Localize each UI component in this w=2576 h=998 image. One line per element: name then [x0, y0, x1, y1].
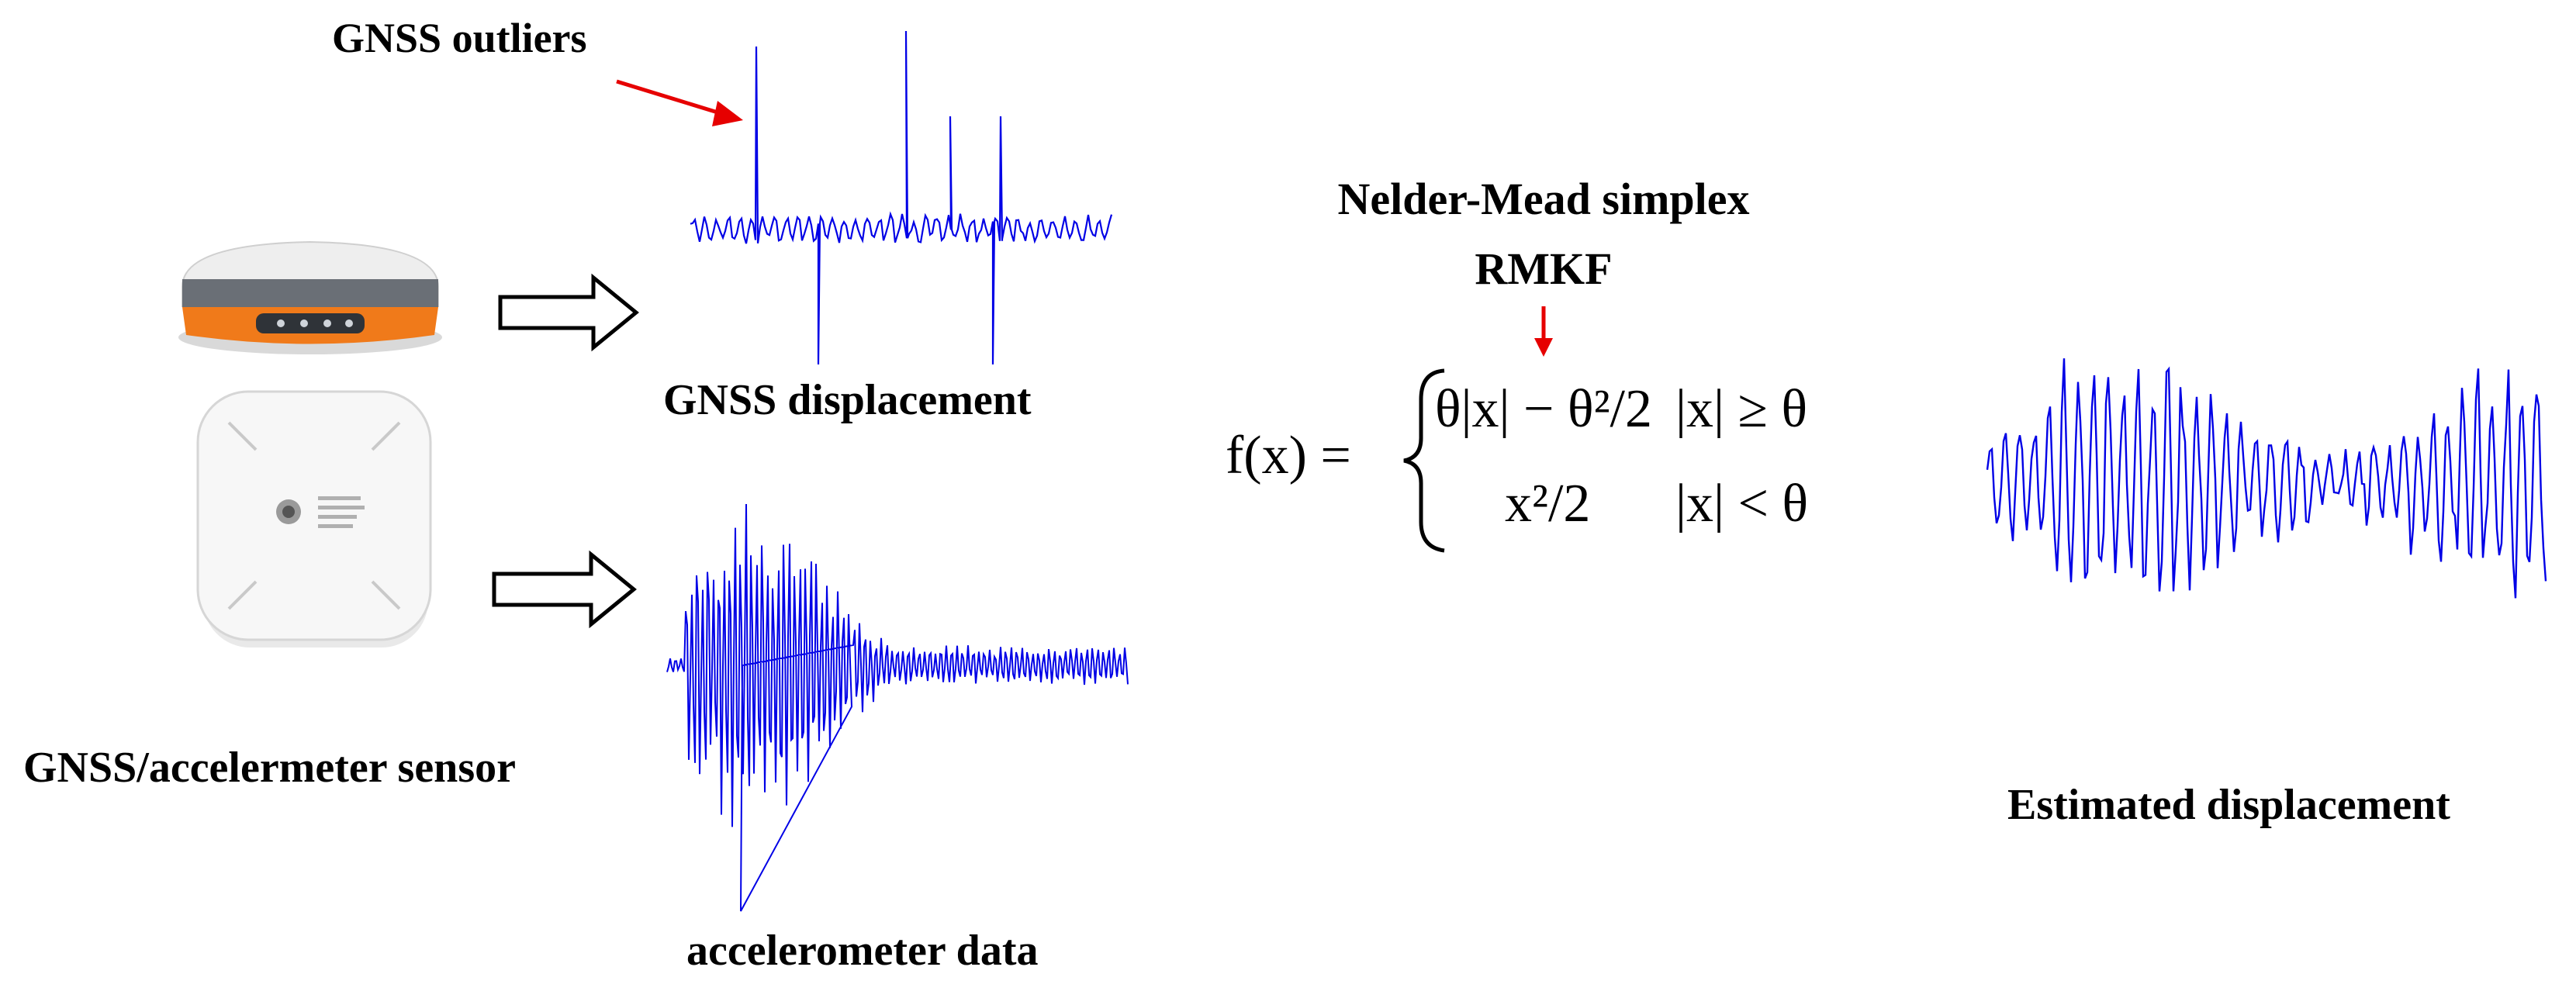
formula-case2-cond: |x| < θ — [1675, 474, 1809, 534]
red-arrow-outliers-icon — [616, 79, 743, 126]
estimated-displacement-signal — [1986, 358, 2547, 599]
loss-function-formula: f(x) = θ|x| − θ²/2 |x| ≥ θ x²/2 |x| < θ — [1226, 357, 1893, 558]
accelerometer-sensor-icon — [196, 390, 432, 647]
label-estimated-displacement: Estimated displacement — [2007, 781, 2450, 829]
label-sensor: GNSS/accelermeter sensor — [23, 744, 516, 792]
formula-case2-expr: x²/2 — [1505, 474, 1591, 534]
label-method-line1: Nelder-Mead simplex — [1337, 174, 1750, 224]
formula-lhs: f(x) = — [1226, 426, 1351, 485]
accelerometer-data-signal — [666, 503, 1129, 912]
label-accelerometer-data: accelerometer data — [686, 927, 1039, 975]
red-arrow-down-icon — [1534, 306, 1553, 357]
hollow-arrow-icon — [492, 550, 637, 629]
label-method-line2: RMKF — [1475, 243, 1613, 294]
label-gnss-outliers: GNSS outliers — [332, 15, 587, 61]
gnss-receiver-icon — [178, 240, 442, 354]
formula-brace — [1403, 368, 1445, 553]
gnss-displacement-signal — [690, 30, 1113, 365]
label-gnss-displacement: GNSS displacement — [663, 376, 1032, 424]
hollow-arrow-icon — [498, 273, 639, 352]
formula-case1-cond: |x| ≥ θ — [1675, 379, 1807, 439]
formula-case1-expr: θ|x| − θ²/2 — [1435, 379, 1652, 439]
